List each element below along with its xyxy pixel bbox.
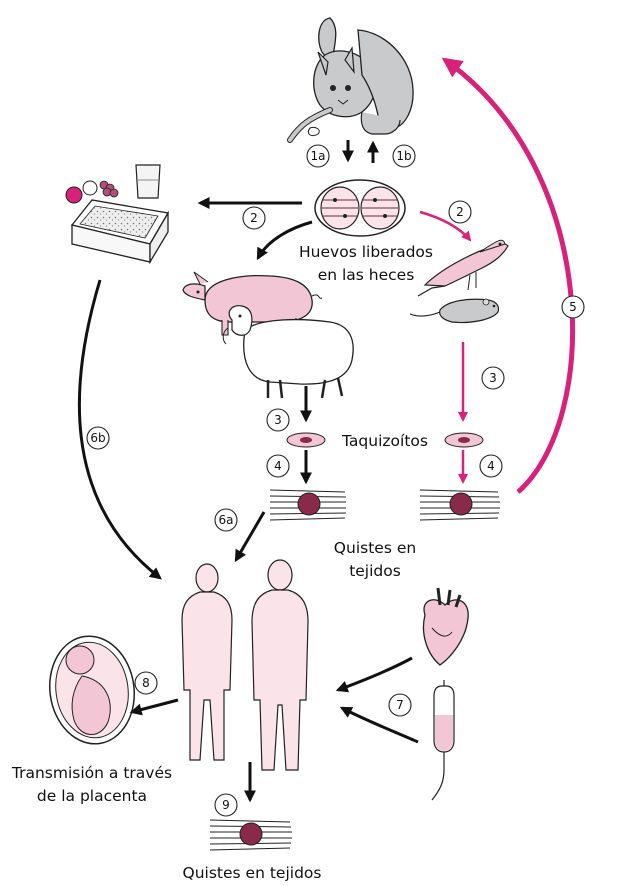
step-marker-5: 5 bbox=[562, 296, 584, 318]
svg-text:3: 3 bbox=[489, 371, 497, 385]
tissue-cyst-icon bbox=[210, 820, 292, 850]
step-marker-8: 8 bbox=[135, 672, 157, 694]
step-marker-4-sheep: 4 bbox=[267, 455, 289, 477]
rat-icon bbox=[410, 299, 499, 323]
svg-text:9: 9 bbox=[222, 798, 230, 812]
cat-icon bbox=[290, 18, 413, 140]
step-marker-3-rodent: 3 bbox=[482, 367, 504, 389]
step-marker-9: 9 bbox=[215, 794, 237, 816]
fetus-icon bbox=[43, 631, 141, 750]
arrow-human-to-fetus bbox=[132, 700, 178, 712]
food-icon bbox=[66, 165, 168, 262]
svg-text:1b: 1b bbox=[396, 149, 411, 163]
label-eggs-released-line1: Huevos liberados bbox=[299, 243, 433, 261]
svg-text:2: 2 bbox=[456, 205, 464, 219]
step-marker-2-food: 2 bbox=[243, 207, 265, 229]
arrow-heart-to-human bbox=[338, 658, 412, 690]
human-icon bbox=[182, 564, 232, 760]
svg-text:6b: 6b bbox=[90, 431, 105, 445]
svg-text:4: 4 bbox=[274, 459, 282, 473]
svg-text:3: 3 bbox=[274, 413, 282, 427]
svg-text:6a: 6a bbox=[219, 513, 234, 527]
step-marker-3-sheep: 3 bbox=[267, 409, 289, 431]
step-marker-2-bird: 2 bbox=[449, 201, 471, 223]
step-marker-6b: 6b bbox=[87, 427, 109, 449]
human-icon bbox=[252, 560, 308, 770]
arrow-6a-cyst-to-human bbox=[236, 512, 264, 560]
tissue-cyst-icon bbox=[420, 490, 500, 520]
step-marker-4-rodent: 4 bbox=[480, 455, 502, 477]
label-tissue-cysts-human: Quistes en tejidos bbox=[183, 864, 322, 882]
svg-text:1a: 1a bbox=[311, 149, 326, 163]
label-eggs-released-line2: en las heces bbox=[318, 266, 415, 284]
label-placenta-line2: de la placenta bbox=[37, 787, 147, 805]
label-tissue-cysts-line2: tejidos bbox=[349, 562, 401, 580]
label-placenta-line1: Transmisión a través bbox=[11, 764, 172, 782]
label-tissue-cysts-line1: Quistes en bbox=[334, 539, 416, 557]
step-marker-1a: 1a bbox=[307, 145, 329, 167]
tissue-cyst-icon bbox=[270, 490, 346, 520]
step-marker-7: 7 bbox=[389, 694, 411, 716]
svg-text:2: 2 bbox=[250, 211, 258, 225]
oocyst-icon bbox=[315, 180, 405, 236]
sheep-icon bbox=[223, 306, 353, 398]
iv-bag-icon bbox=[432, 680, 454, 800]
heart-icon bbox=[423, 588, 468, 665]
svg-text:4: 4 bbox=[487, 459, 495, 473]
step-marker-1b: 1b bbox=[393, 145, 415, 167]
label-tachyzoites: Taquizoítos bbox=[341, 432, 428, 450]
step-marker-6a: 6a bbox=[215, 509, 237, 531]
tachyzoite-icon bbox=[445, 433, 483, 447]
svg-text:8: 8 bbox=[142, 676, 150, 690]
svg-text:7: 7 bbox=[396, 698, 404, 712]
svg-text:5: 5 bbox=[569, 300, 577, 314]
tachyzoite-icon bbox=[287, 433, 325, 447]
